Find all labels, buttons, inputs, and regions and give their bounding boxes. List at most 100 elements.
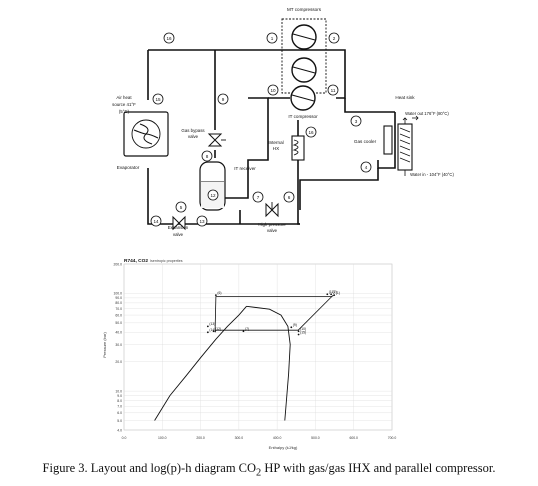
- gas-bypass-valve: Gas bypass valve: [181, 128, 226, 147]
- mt-compressors: MT compressors: [281, 7, 327, 94]
- y-axis-label: Pressure (bar): [102, 332, 107, 358]
- chart-grid: [123, 263, 393, 431]
- cycle-point: [206, 331, 209, 334]
- cycle-point: [290, 326, 293, 329]
- x-tick-label: 100.0: [158, 436, 167, 440]
- air-heat-source-label-3: (5°C): [119, 109, 130, 114]
- point-label: (13): [209, 322, 215, 326]
- expansion-valve-label-2: valve: [173, 232, 184, 237]
- y-tick-label: 10.0: [115, 389, 122, 393]
- ph-chart: R744, CO2 Isentropic properties 200.0100…: [102, 258, 396, 450]
- point-label: (11): [329, 290, 335, 294]
- cycle-point: [242, 330, 245, 333]
- state-point-4: 4: [360, 161, 372, 173]
- y-tick-label: 40.0: [115, 331, 122, 335]
- y-tick-label: 8.0: [117, 399, 122, 403]
- svg-text:5: 5: [180, 205, 183, 210]
- y-tick-label: 20.0: [115, 360, 122, 364]
- svg-text:11: 11: [331, 88, 336, 93]
- state-point-12: 12: [207, 189, 219, 201]
- state-point-10: 10: [267, 84, 279, 96]
- y-tick-label: 6.0: [117, 411, 122, 415]
- point-label: (2): [333, 290, 337, 294]
- point-label: (6): [217, 291, 221, 295]
- state-point-1: 1: [266, 32, 278, 44]
- y-tick-label: 9.0: [117, 394, 122, 398]
- point-label: (14): [209, 328, 215, 332]
- high-pressure-valve-label-2: valve: [267, 228, 278, 233]
- state-point-7: 7: [252, 191, 264, 203]
- it-receiver-label: IT receiver: [234, 166, 256, 171]
- caption-suffix: HP with gas/gas IHX and parallel compres…: [261, 461, 496, 475]
- state-point-markers: 1 2 3 4 5 6 7 8 9 10 11 12 13 14 15 16 1…: [150, 32, 372, 227]
- caption-prefix: Figure 3. Layout and log(p)-h diagram CO: [42, 461, 257, 475]
- state-point-15: 15: [152, 93, 164, 105]
- svg-text:10: 10: [270, 88, 276, 93]
- cycle-point: [212, 330, 215, 333]
- x-tick-label: 500.0: [311, 436, 320, 440]
- pipe-ihx-link: [225, 97, 269, 199]
- state-point-11: 11: [327, 84, 339, 96]
- svg-text:3: 3: [355, 119, 358, 124]
- cycle-point: [214, 294, 217, 297]
- chart-subtitle: Isentropic properties: [150, 259, 183, 263]
- air-heat-source-label-2: source 41°F: [112, 102, 136, 107]
- state-point-9: 9: [217, 93, 229, 105]
- point-labels: (1)(2)(11)(6)(13)(14)(12)(7)(9)(10)(15): [206, 290, 340, 336]
- x-tick-label: 700.0: [388, 436, 397, 440]
- point-label: (15): [300, 330, 306, 334]
- pipe-high-right: [299, 168, 379, 210]
- point-label: (10): [300, 327, 306, 331]
- point-label: (9): [293, 323, 297, 327]
- state-point-8: 8: [201, 150, 213, 162]
- x-tick-label: 400.0: [273, 436, 282, 440]
- high-pressure-valve: High pressure valve: [258, 202, 286, 233]
- saturation-vapor-line: [246, 305, 291, 421]
- heat-sink: Heat sink Water out 176°F (80°C) Water i…: [395, 95, 454, 177]
- svg-text:4: 4: [365, 165, 368, 170]
- x-axis-label: Enthalpy (kJ/kg): [269, 445, 298, 450]
- y-tick-label: 50.0: [115, 321, 122, 325]
- x-tick-label: 0.0: [122, 436, 127, 440]
- water-out-label: Water out 176°F (80°C): [405, 111, 449, 116]
- point-label: (12): [215, 327, 221, 331]
- y-tick-label: 4.0: [117, 428, 122, 432]
- svg-text:16: 16: [308, 130, 314, 135]
- cycle-point: [333, 294, 336, 297]
- mt-compressors-label: MT compressors: [287, 7, 322, 12]
- y-tick-label: 30.0: [115, 343, 122, 347]
- gas-cooler-label: Gas cooler: [354, 139, 377, 144]
- state-point-16: 16: [163, 32, 175, 44]
- cycle-point: [330, 293, 333, 296]
- y-tick-label: 200.0: [114, 262, 123, 266]
- evaporator: Evaporator Air heat source 41°F (5°C): [112, 95, 169, 170]
- state-point-3: 3: [350, 115, 362, 127]
- evaporator-label: Evaporator: [117, 165, 140, 170]
- y-tick-label: 100.0: [114, 292, 123, 296]
- ihx-state-point-16: 16: [305, 126, 317, 138]
- caption-subscript: 2: [256, 467, 262, 479]
- pipe-bottom: [200, 210, 300, 225]
- cycle-point: [297, 330, 300, 333]
- cycle-point: [326, 293, 329, 296]
- svg-text:7: 7: [257, 195, 260, 200]
- state-point-2: 2: [328, 32, 340, 44]
- svg-text:14: 14: [153, 219, 159, 224]
- it-compressor-label: IT compressor: [288, 114, 318, 119]
- chart-series: [154, 295, 334, 421]
- internal-hx-label-2: HX: [273, 146, 279, 151]
- x-tick-label: 200.0: [196, 436, 205, 440]
- y-tick-label: 70.0: [115, 307, 122, 311]
- y-tick-label: 90.0: [115, 296, 122, 300]
- state-point-14: 14: [150, 215, 162, 227]
- pipe-mt-loop: [265, 49, 346, 99]
- svg-text:12: 12: [210, 193, 216, 198]
- high-pressure-valve-label-1: High pressure: [258, 222, 286, 227]
- system-schematic: [147, 49, 396, 225]
- pipe-gascooler: [377, 112, 396, 169]
- cycle-line: [214, 295, 334, 333]
- svg-text:8: 8: [206, 154, 209, 159]
- x-tick-label: 300.0: [235, 436, 244, 440]
- y-tick-labels: 200.0100.090.080.070.060.050.040.030.020…: [114, 262, 123, 432]
